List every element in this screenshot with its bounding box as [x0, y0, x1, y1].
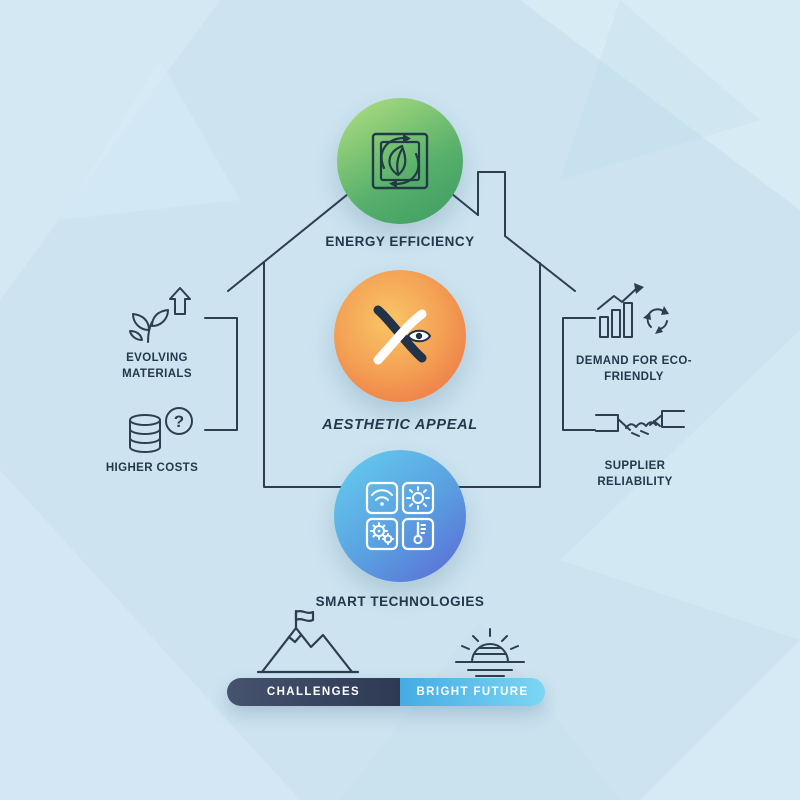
question-mark-glyph: ?	[174, 412, 184, 431]
supplier-reliability-label: SUPPLIER RELIABILITY	[597, 460, 673, 488]
x-eye-logo	[373, 305, 432, 365]
sunrise-icon	[455, 628, 525, 677]
coins-question-icon: ?	[129, 407, 193, 453]
footer-pill-group: CHALLENGES BRIGHT FUTURE	[227, 678, 545, 706]
handshake-icon	[595, 410, 685, 437]
aesthetic-appeal-label: AESTHETIC APPEAL	[322, 417, 478, 433]
bright-future-badge: BRIGHT FUTURE	[400, 678, 545, 706]
energy-efficiency-label: ENERGY EFFICIENCY	[325, 234, 475, 249]
smart-window-grid-icon	[365, 481, 435, 551]
smart-technologies-label: SMART TECHNOLOGIES	[315, 594, 485, 609]
aesthetic-appeal-node	[334, 270, 466, 402]
energy-efficiency-node	[337, 98, 463, 224]
higher-costs-label: HIGHER COSTS	[105, 462, 199, 474]
evolving-materials-label: EVOLVING MATERIALS	[122, 352, 192, 380]
left-connector-bracket	[204, 317, 238, 431]
window-leaf-recycle-icon	[371, 132, 429, 190]
challenges-badge: CHALLENGES	[227, 678, 400, 706]
demand-eco-friendly-label: DEMAND FOR ECO-FRIENDLY	[576, 355, 692, 383]
right-connector-bracket	[562, 317, 596, 431]
sun-glyph	[412, 492, 424, 504]
mountain-flag-icon	[256, 609, 360, 674]
sprout-growth-arrow-icon	[129, 287, 191, 343]
growth-chart-recycle-icon	[597, 283, 669, 338]
chimney-line	[477, 171, 506, 237]
smart-technologies-node	[334, 450, 466, 582]
wifi-glyph	[375, 496, 389, 501]
